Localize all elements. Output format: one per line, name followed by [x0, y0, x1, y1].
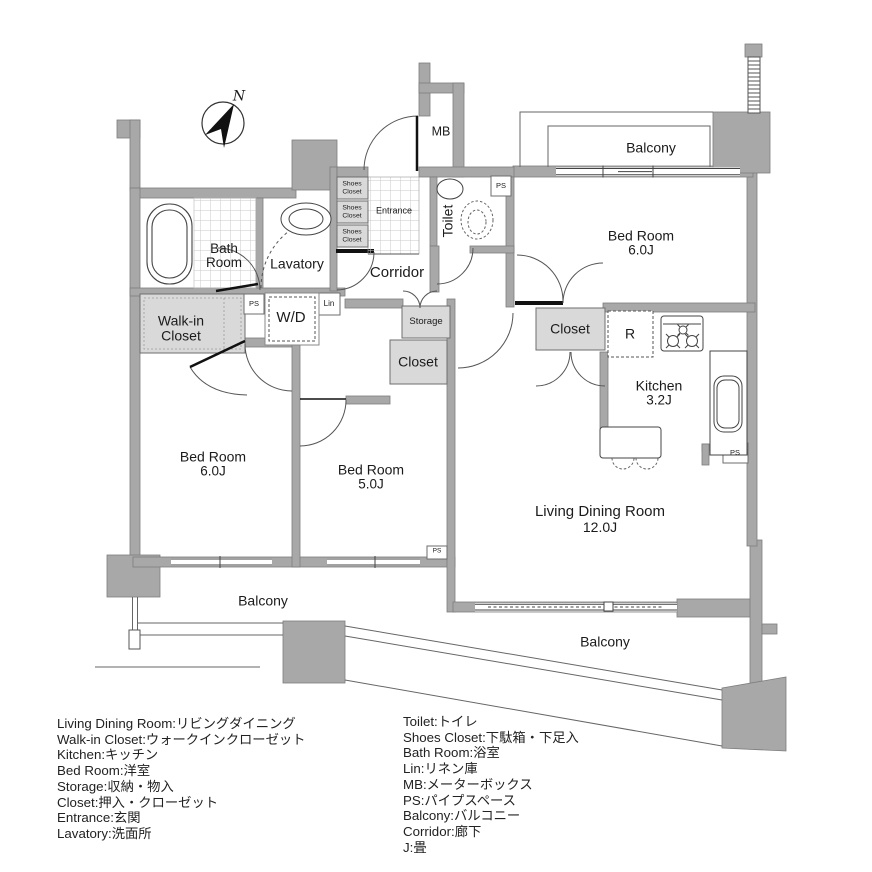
legend-item: Living Dining Room:リビングダイニング — [57, 716, 296, 731]
kitchen-sink — [709, 350, 748, 456]
legend-item: Kitchen:キッチン — [57, 747, 159, 763]
legend-item: Balcony:バルコニー — [403, 808, 521, 824]
legend-left-column: Living Dining Room:リビングダイニング Walk-in Clo… — [57, 716, 305, 842]
legend-item: Shoes Closet:下駄箱・下足入 — [403, 729, 579, 745]
legend-item: Bath Room:浴室 — [403, 745, 500, 761]
mb-label: MB — [431, 124, 451, 139]
corridor-label: Corridor — [369, 264, 425, 282]
legend-item: Walk-in Closet:ウォークインクローゼット — [57, 731, 306, 747]
ps-label-bottom-left: PS — [432, 547, 442, 555]
washer-dryer-label: W/D — [276, 309, 306, 327]
black-wall-segments — [336, 249, 563, 305]
legend-item: J:畳 — [403, 839, 427, 855]
closet-label-right: Closet — [550, 320, 590, 337]
compass-icon — [201, 101, 245, 148]
tiled-floors — [193, 176, 420, 289]
legend-item: Corridor:廊下 — [403, 823, 482, 839]
linen-label: Lin — [323, 298, 335, 308]
legend-item: PS:パイプスペース — [403, 792, 516, 808]
bathtub — [146, 203, 193, 285]
legend-item: Closet:押入・クローゼット — [57, 794, 219, 810]
kitchen-counter — [599, 426, 662, 470]
door-arcs — [189, 115, 606, 447]
legend-item: Lavatory:洗面所 — [57, 825, 152, 841]
balcony-label-top: Balcony — [626, 139, 676, 156]
storage-label: Storage — [409, 316, 443, 328]
balcony-outlines — [95, 111, 723, 747]
walk-in-closet-dotted-lines — [143, 297, 242, 350]
lavatory-label: Lavatory — [270, 255, 324, 272]
toilet-fixture — [436, 178, 494, 240]
washer-dryer-box — [264, 292, 320, 346]
legend-item: Toilet:トイレ — [403, 714, 478, 729]
toilet-label: Toilet — [439, 204, 456, 238]
legend-right-column: Toilet:トイレ Shoes Closet:下駄箱・下足入 Bath Roo… — [403, 714, 579, 855]
ps-label-mid: PS — [248, 299, 260, 309]
windows — [171, 165, 740, 612]
refrigerator-box — [607, 310, 654, 358]
stove — [660, 315, 704, 352]
legend-item: Lin:リネン庫 — [403, 761, 478, 777]
legend-item: MB:メーターボックス — [403, 776, 533, 792]
legend-item: Bed Room:洋室 — [57, 763, 151, 779]
ps-label-top: PS — [495, 181, 507, 191]
ladder — [747, 56, 761, 114]
legend-item: Entrance:玄関 — [57, 810, 141, 826]
closet-label-mid: Closet — [398, 353, 438, 370]
refrigerator-label: R — [624, 325, 636, 342]
door-leaves — [189, 116, 419, 400]
entrance-label: Entrance — [375, 205, 413, 216]
lavatory-sink — [280, 202, 332, 236]
ps-label-bottom-right: PS — [729, 448, 741, 458]
service-boxes — [243, 175, 749, 560]
legend-item: Storage:収納・物入 — [57, 778, 174, 794]
balcony-label-bottom-left: Balcony — [238, 592, 288, 609]
balcony-label-bottom-right: Balcony — [580, 633, 630, 650]
compass-north-label: N — [232, 88, 246, 105]
closet-boxes — [139, 176, 606, 385]
walls — [106, 43, 787, 752]
